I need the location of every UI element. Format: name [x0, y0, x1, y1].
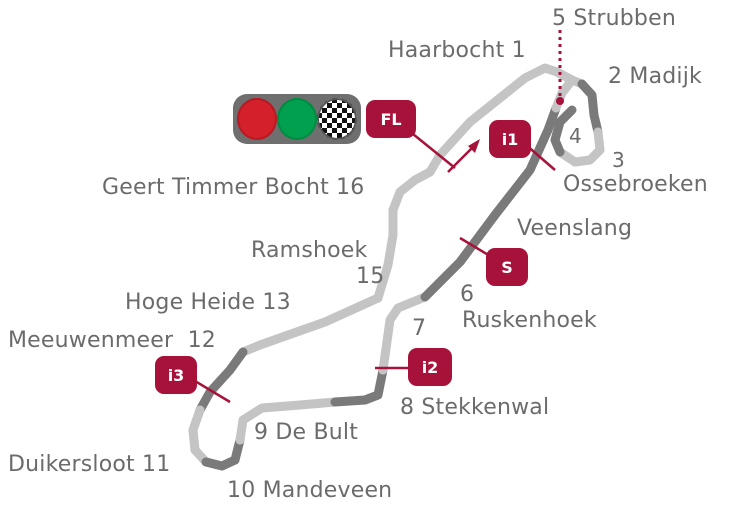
i2-badge: i2	[408, 348, 452, 386]
corner-label-ossebroeken: Ossebroeken	[563, 172, 708, 197]
fl-pointer-line	[407, 129, 456, 169]
green-light-icon	[277, 98, 317, 140]
corner-label-strubben: 5 Strubben	[552, 6, 676, 31]
corner-label-15: 15	[356, 264, 385, 289]
corner-label-6: 6	[460, 282, 475, 307]
track-sector-veenslang	[420, 103, 561, 302]
track-sector-mandeveen	[201, 435, 245, 471]
corner-label-4: 4	[569, 124, 582, 148]
corner-label-7: 7	[412, 316, 427, 341]
corner-label-mandeveen: 10 Mandeveen	[227, 478, 393, 503]
corner-label-meeuwenmeer: Meeuwenmeer 12	[8, 328, 216, 353]
corner-label-madijk: 2 Madijk	[608, 64, 702, 89]
corner-label-hoge-heide: Hoge Heide 13	[125, 290, 291, 315]
track-sector-ossebroeken	[555, 127, 605, 167]
track-sector-madijk	[577, 79, 603, 137]
corner-label-ramshoek: Ramshoek	[251, 238, 368, 263]
i1-badge: i1	[489, 120, 531, 158]
finish-marker-dot	[556, 97, 564, 105]
fl-badge: FL	[366, 100, 416, 138]
start-lights-icon	[233, 94, 361, 144]
corner-label-haarbocht: Haarbocht 1	[388, 38, 526, 63]
track-sector-duikersloot	[188, 405, 211, 467]
track-sector-hoge-heide	[238, 293, 383, 357]
track-sector-loop-return	[550, 105, 577, 157]
i3-badge: i3	[155, 356, 197, 394]
track-sector-de-bult	[235, 397, 340, 445]
corner-label-duikersloot: Duikersloot 11	[8, 452, 171, 477]
corner-label-stekkenwal: 8 Stekkenwal	[400, 395, 550, 420]
fl-arrow-line	[447, 144, 476, 173]
red-light-icon	[237, 98, 277, 140]
corner-label-ruskenhoek: Ruskenhoek	[462, 308, 597, 333]
corner-label-3: 3	[612, 148, 625, 172]
track-sector-ruskenhoek	[378, 292, 430, 375]
corner-label-de-bult: 9 De Bult	[254, 420, 359, 445]
checkered-flag-icon	[317, 98, 357, 140]
corner-label-veenslang: Veenslang	[517, 216, 633, 241]
track-sector-stekkenwal	[330, 365, 388, 407]
track-sector-ramshoek	[373, 205, 398, 303]
s-badge: S	[486, 248, 528, 286]
corner-label-geert-timmer: Geert Timmer Bocht 16	[102, 175, 365, 200]
track-sector-meeuwenmeer	[195, 347, 248, 415]
fl-arrow-head	[468, 139, 480, 153]
